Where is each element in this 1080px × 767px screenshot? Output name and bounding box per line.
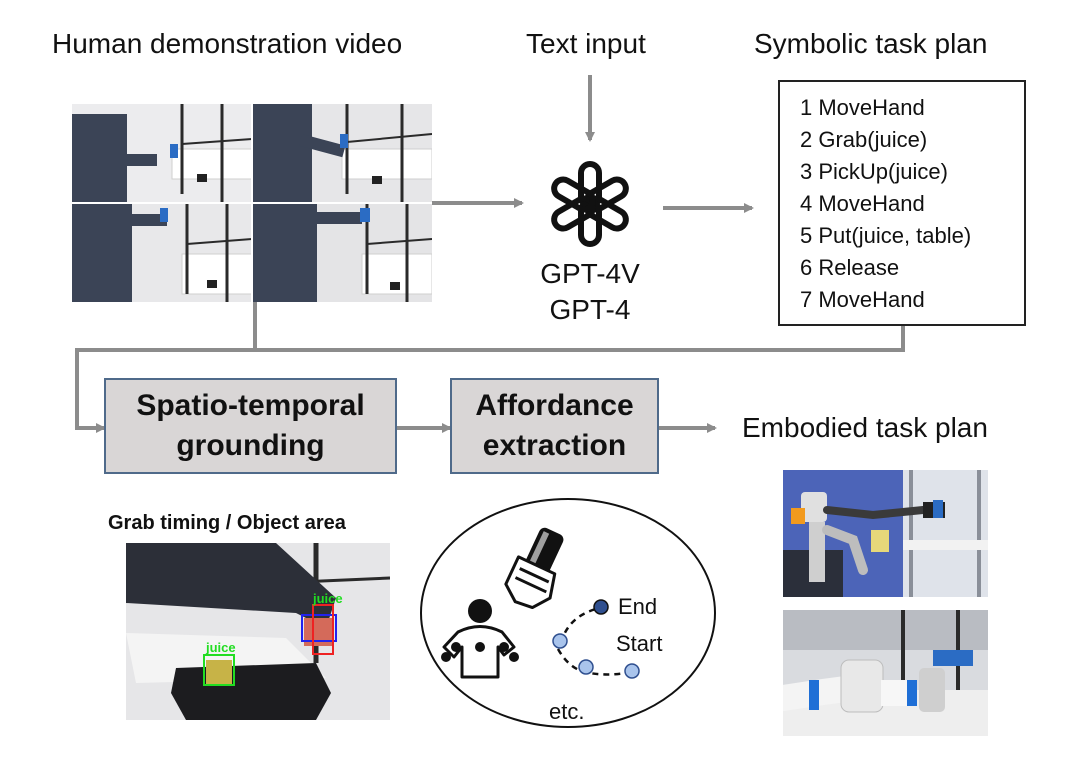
plan-item: 3 PickUp(juice) bbox=[800, 159, 948, 184]
juice-bbox-green bbox=[203, 654, 235, 686]
juice-label-green: juice bbox=[205, 640, 236, 655]
robot-photo-arm bbox=[783, 610, 988, 736]
symbolic-plan-box: 1 MoveHand 2 Grab(juice) 3 PickUp(juice)… bbox=[778, 80, 1026, 326]
embodied-plan-title: Embodied task plan bbox=[742, 412, 988, 443]
juice-bbox-red bbox=[312, 604, 334, 655]
arm-shape bbox=[126, 543, 336, 628]
gpt-labels: GPT-4V GPT-4 bbox=[520, 256, 660, 328]
affordance-ellipse bbox=[420, 498, 716, 728]
demo-frames-illustration bbox=[72, 104, 432, 302]
etc-label: etc. bbox=[549, 699, 584, 724]
frame-top-right bbox=[252, 104, 432, 203]
grasp-hand-icon bbox=[504, 527, 564, 610]
symbolic-plan-title: Symbolic task plan bbox=[754, 28, 988, 59]
grab-timing-image: juice juice bbox=[126, 543, 390, 720]
text-input-title: Text input bbox=[526, 28, 646, 59]
grounding-label-line2: grounding bbox=[176, 429, 325, 462]
demo-video-frames bbox=[72, 104, 432, 302]
hand-bbox-blue bbox=[301, 614, 337, 642]
gpt-4-label: GPT-4 bbox=[549, 294, 631, 325]
waypoint-end bbox=[593, 599, 609, 615]
frame-bottom-right bbox=[252, 203, 432, 302]
frame-top-left bbox=[72, 104, 253, 203]
waypoint bbox=[552, 633, 568, 649]
body-pose-icon bbox=[441, 599, 519, 679]
grounding-label-line1: Spatio-temporal bbox=[136, 389, 365, 422]
affordance-illustration: End Start etc. bbox=[420, 498, 716, 728]
plan-item: 4 MoveHand bbox=[800, 191, 925, 216]
plan-item: 6 Release bbox=[800, 255, 900, 280]
plan-feedback-line bbox=[75, 326, 905, 433]
plan-item: 7 MoveHand bbox=[800, 287, 925, 312]
tray-shape bbox=[171, 663, 331, 720]
plan-item: 1 MoveHand bbox=[800, 95, 925, 120]
plan-item: 2 Grab(juice) bbox=[800, 127, 928, 152]
waypoint-start bbox=[624, 663, 640, 679]
gpt-4v-label: GPT-4V bbox=[540, 258, 640, 289]
affordance-label-line2: extraction bbox=[482, 429, 627, 462]
openai-logo-icon bbox=[544, 158, 636, 250]
end-label: End bbox=[618, 594, 657, 619]
affordance-extraction-box: Affordance extraction bbox=[450, 378, 659, 474]
waypoint bbox=[578, 659, 594, 675]
plan-item: 5 Put(juice, table) bbox=[800, 223, 972, 248]
grab-timing-title: Grab timing / Object area bbox=[108, 512, 346, 534]
start-label: Start bbox=[616, 631, 662, 656]
frame-bottom-left bbox=[72, 203, 253, 302]
juice-label-red: juice bbox=[312, 591, 343, 606]
affordance-label-line1: Affordance bbox=[475, 389, 634, 422]
spatio-temporal-grounding-box: Spatio-temporal grounding bbox=[104, 378, 397, 474]
demo-video-title: Human demonstration video bbox=[52, 28, 403, 59]
robot-photo-humanoid bbox=[783, 470, 988, 597]
